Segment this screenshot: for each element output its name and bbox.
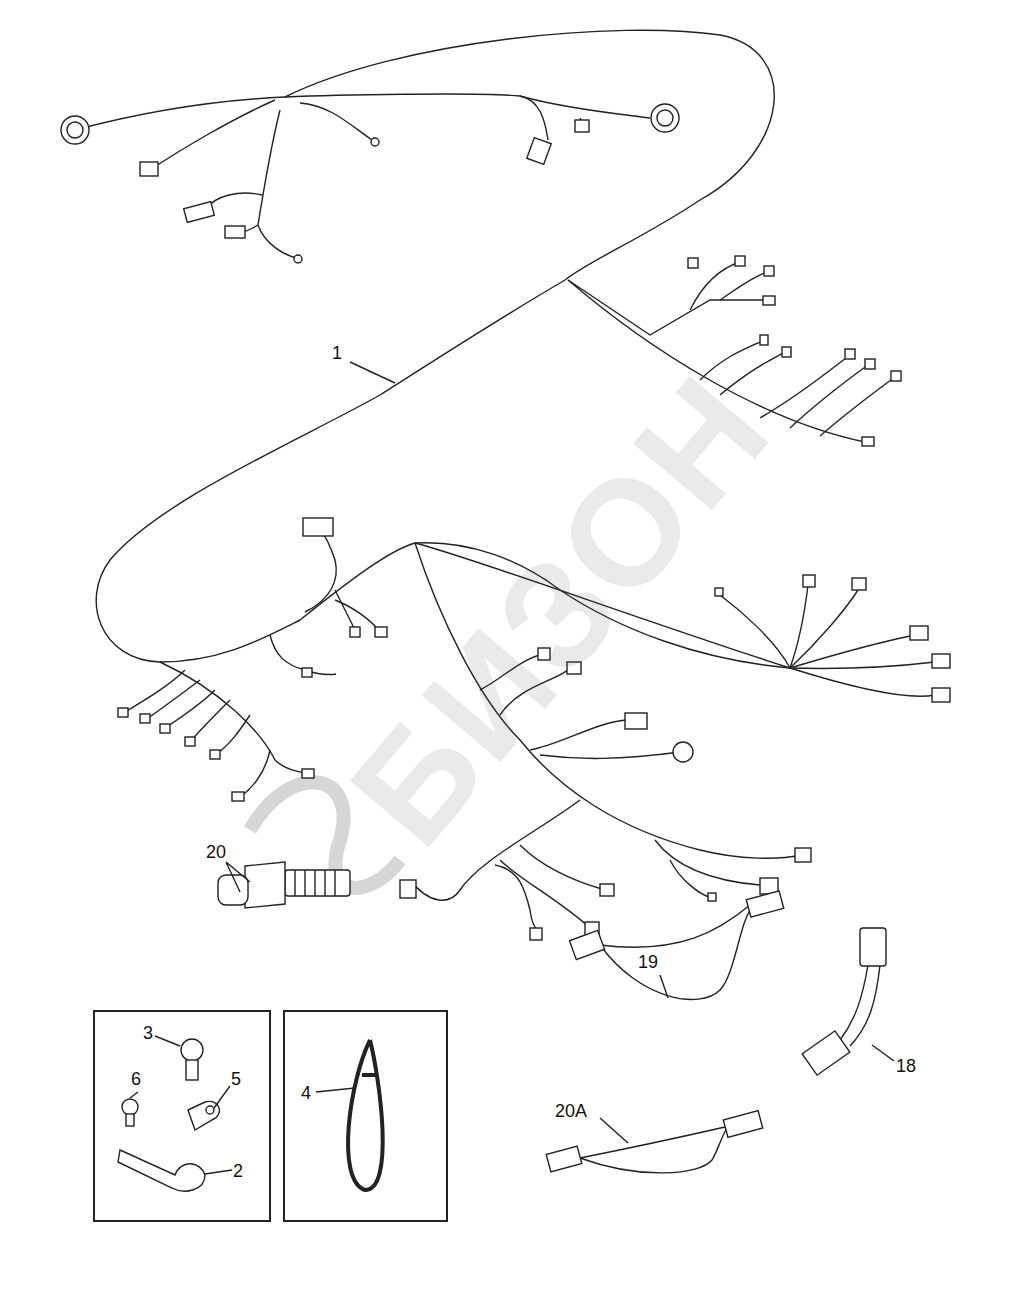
callout-number: 4	[301, 1084, 311, 1102]
callout-number: 18	[896, 1057, 916, 1075]
inset-box: 4	[283, 1010, 448, 1222]
callout-number: 5	[231, 1070, 241, 1088]
watermark: БИЗОН	[325, 350, 795, 870]
callout-number: 3	[143, 1024, 153, 1042]
inset-box: 3 6 5 2	[93, 1010, 271, 1222]
callout-number: 2	[233, 1162, 243, 1180]
callout-number: 19	[638, 953, 658, 971]
callout-number: 1	[332, 344, 342, 362]
callout-number: 20	[206, 843, 226, 861]
callout-number: 6	[131, 1070, 141, 1088]
callout-number: 20A	[555, 1102, 587, 1120]
